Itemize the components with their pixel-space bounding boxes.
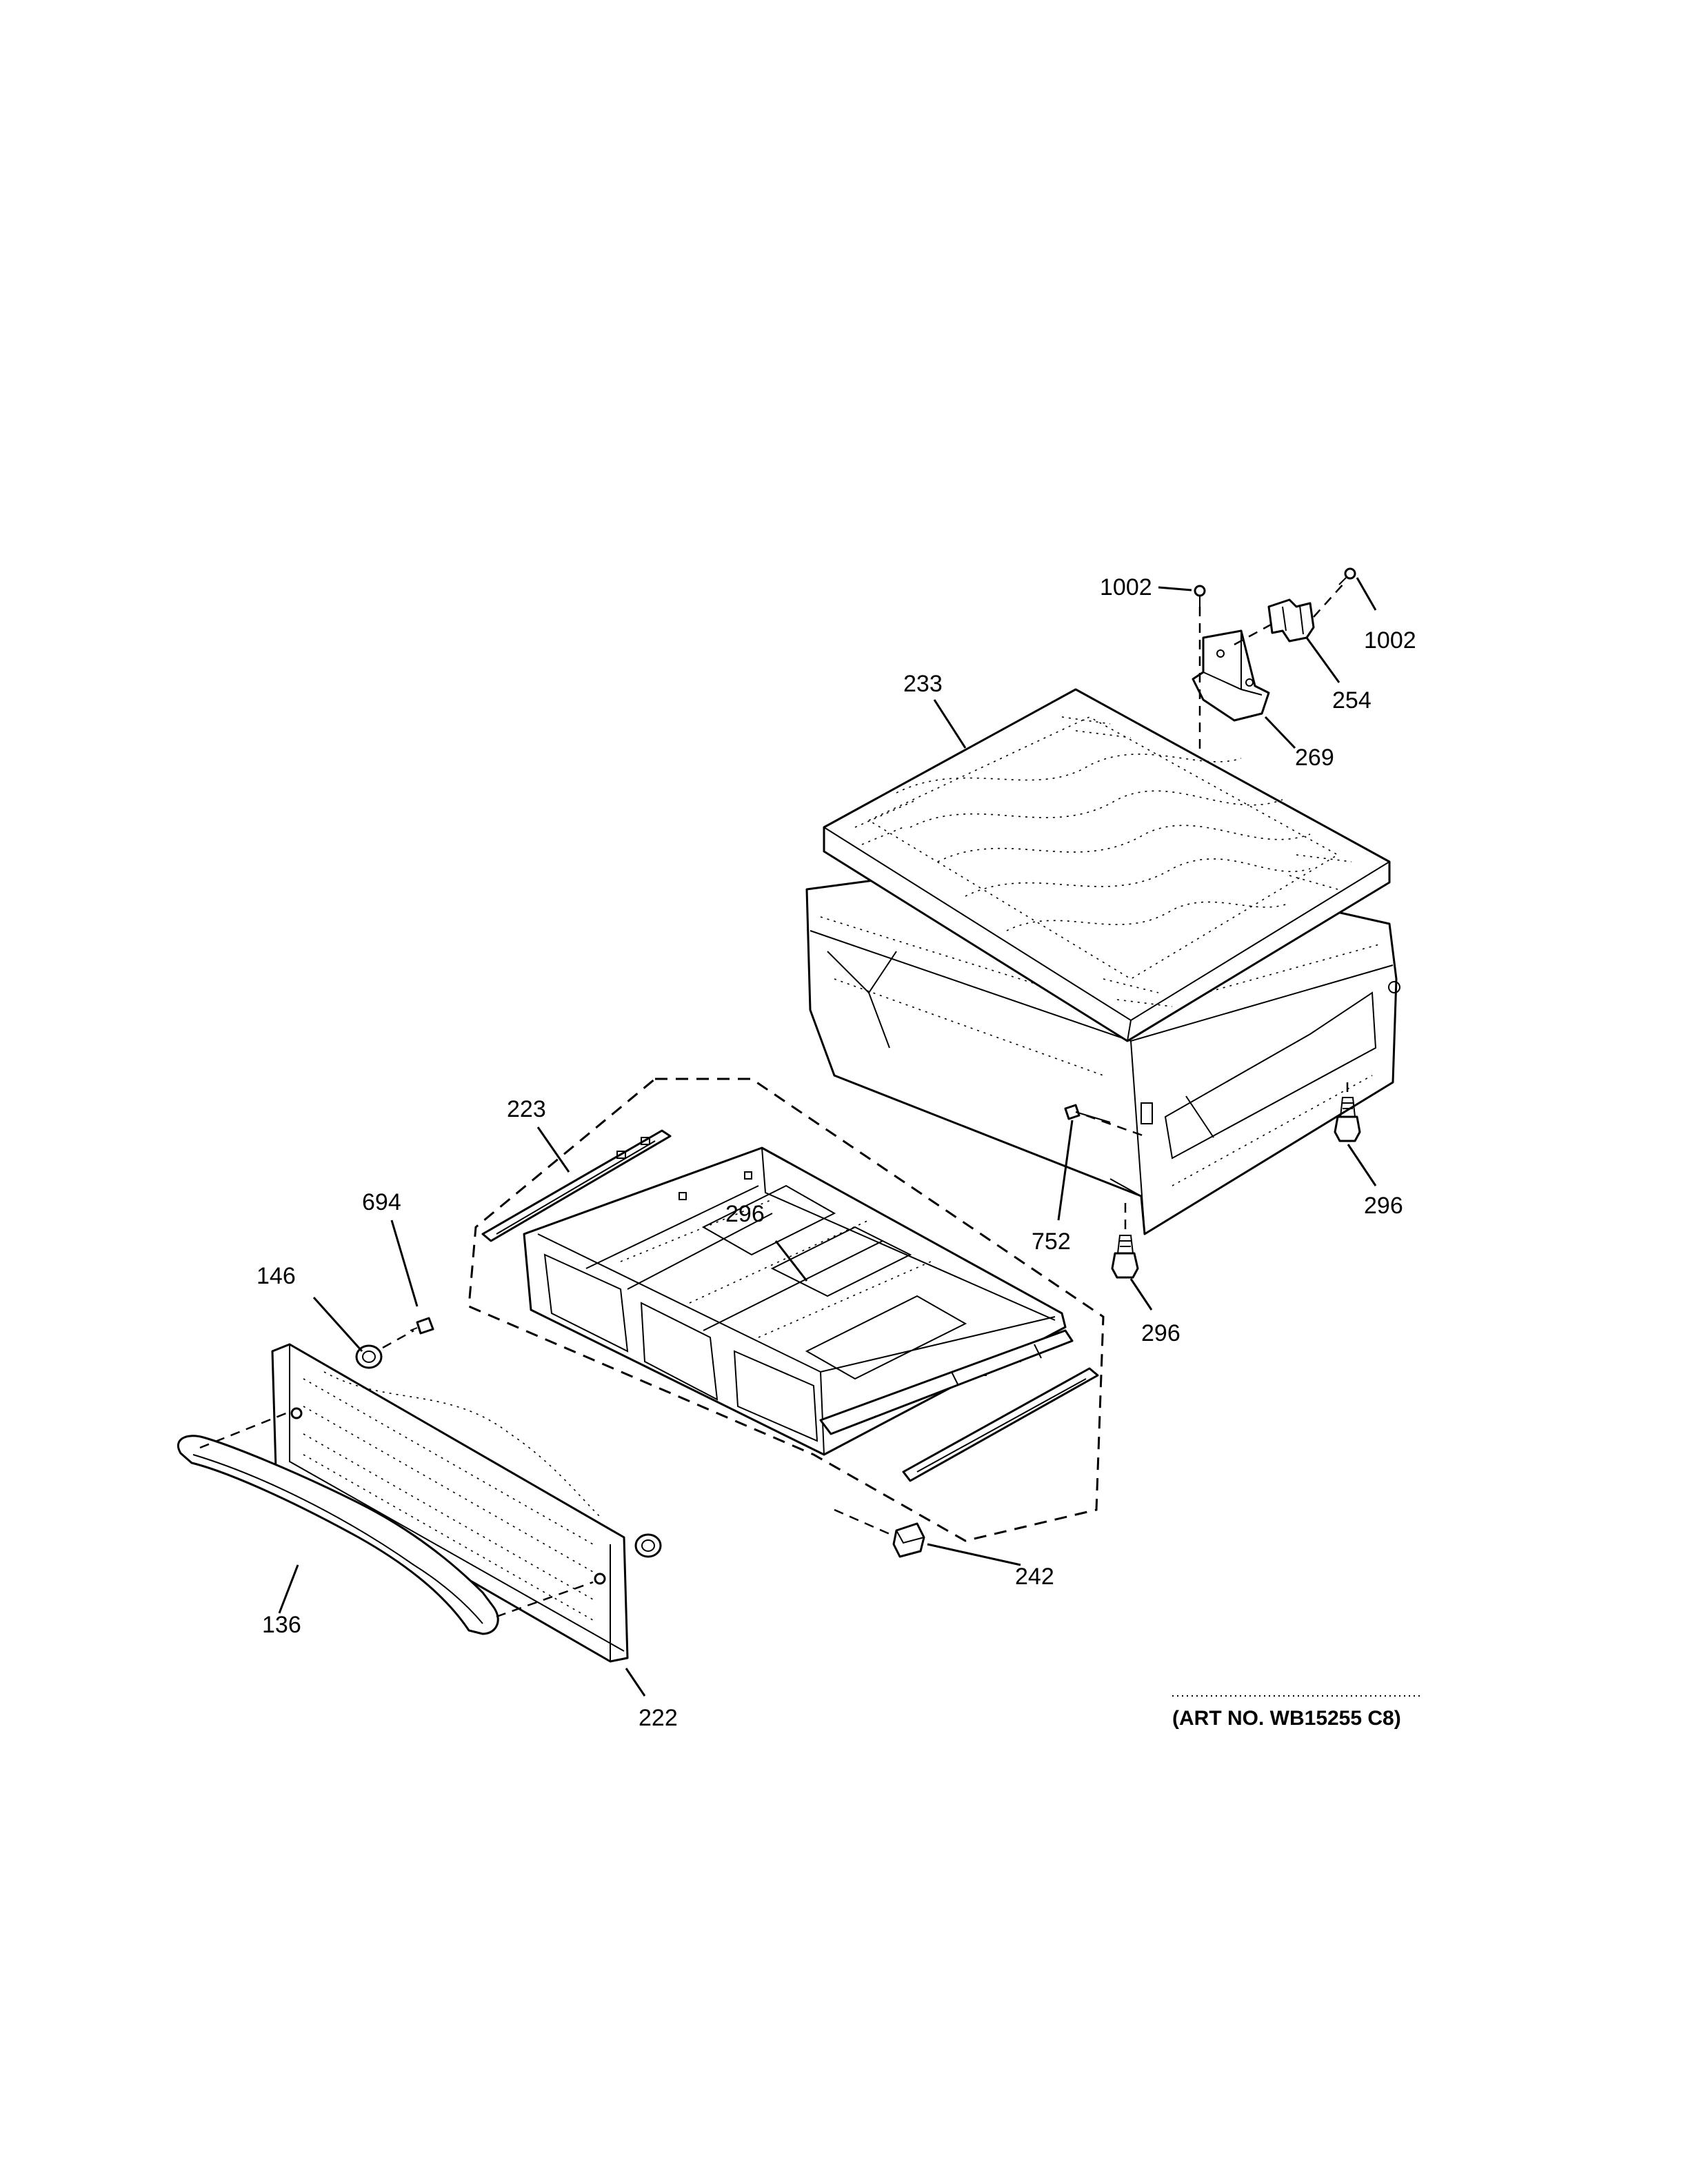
grommet-left (355, 1344, 383, 1369)
callout-242: 242 (1015, 1564, 1054, 1590)
callout-146: 146 (257, 1263, 296, 1289)
callout-233: 233 (903, 671, 943, 697)
callout-296-left: 296 (725, 1201, 765, 1227)
leveling-leg-right (1334, 1097, 1361, 1142)
grommet-right (634, 1533, 662, 1558)
centerline-screw-752 (1085, 1114, 1145, 1138)
screw-1002-left (1194, 585, 1206, 607)
callout-136: 136 (262, 1612, 301, 1638)
leader-lines (278, 577, 1377, 1697)
drawer-handle (177, 1435, 499, 1635)
callout-1002-left: 1002 (1100, 574, 1152, 600)
leveling-leg-front (1111, 1235, 1139, 1279)
callout-labels: 1002 1002 254 269 233 296 296 296 752 22… (257, 574, 1416, 1731)
callout-269: 269 (1295, 745, 1334, 771)
clip (1267, 598, 1315, 643)
hinge-bracket (1192, 629, 1270, 722)
drawer-body (523, 1146, 1067, 1456)
callout-223: 223 (507, 1096, 546, 1122)
drawer-slide-right (819, 1329, 1099, 1482)
callout-254: 254 (1332, 687, 1372, 714)
callout-694: 694 (362, 1189, 401, 1215)
centerline-handle (199, 1412, 594, 1618)
callout-752: 752 (1032, 1228, 1071, 1255)
art-number: (ART NO. WB15255 C8) (1172, 1707, 1401, 1730)
drawer-assembly-outline (468, 1078, 1105, 1542)
drawer-slide-left (481, 1129, 672, 1242)
screw-1002-right (1338, 567, 1356, 585)
callout-222: 222 (639, 1705, 678, 1731)
screw-694 (410, 1317, 434, 1335)
centerline-grommet (382, 1329, 414, 1349)
callout-296-front: 296 (1141, 1320, 1180, 1346)
centerline-stop (834, 1508, 890, 1535)
callout-1002-right: 1002 (1364, 627, 1416, 654)
centerline-clip (1234, 582, 1345, 646)
drawer-stop (892, 1522, 925, 1558)
callout-296-right: 296 (1364, 1193, 1403, 1219)
top-panel (823, 688, 1391, 1042)
